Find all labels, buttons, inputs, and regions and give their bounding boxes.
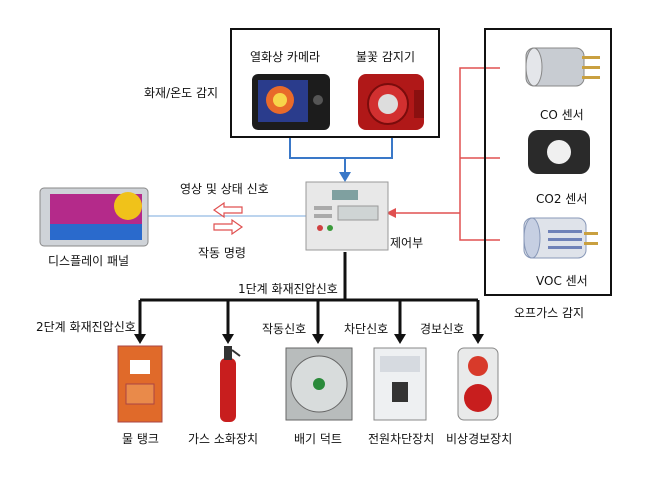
operate-signal-label: 작동신호 (262, 322, 307, 336)
operation-command-label: 작동 명령 (198, 246, 246, 260)
fire-detection-group-label: 화재/온도 감지 (144, 86, 219, 100)
cutoff-signal-label: 차단신호 (344, 322, 389, 336)
co2-sensor-image (528, 130, 590, 174)
exhaust-duct-label: 배기 덕트 (294, 432, 342, 446)
water-tank-image (117, 345, 163, 423)
stage1-signal-label: 1단계 화재진압신호 (238, 282, 338, 296)
thermal-camera-label: 열화상 카메라 (250, 50, 321, 64)
power-cutoff-image (373, 347, 427, 421)
video-status-signal-label: 영상 및 상태 신호 (180, 182, 269, 196)
exhaust-duct-image (285, 347, 353, 421)
emergency-alarm-label: 비상경보장치 (446, 432, 513, 446)
power-cutoff-label: 전원차단장치 (368, 432, 435, 446)
blue-arrow-down (339, 172, 351, 182)
controller-image (305, 181, 389, 251)
arrow-right-outline (213, 218, 244, 236)
co-sensor-image (525, 47, 600, 87)
voc-sensor-image (523, 217, 598, 259)
gas-extinguisher-label: 가스 소화장치 (188, 432, 259, 446)
display-panel-image (39, 187, 149, 247)
thermal-camera-image (252, 74, 330, 130)
voc-sensor-label: VOC 센서 (536, 274, 588, 288)
offgas-detection-box (484, 28, 612, 296)
co2-sensor-label: CO2 센서 (536, 192, 588, 206)
gas-extinguisher-image (220, 346, 241, 422)
display-panel-label: 디스플레이 패널 (48, 254, 130, 268)
co-sensor-label: CO 센서 (540, 108, 584, 122)
red-arrow-left (386, 208, 396, 218)
fire-detection-box (230, 28, 440, 138)
flame-detector-image (358, 74, 424, 130)
flame-detector-label: 불꽃 감지기 (356, 50, 416, 64)
water-tank-label: 물 탱크 (122, 432, 159, 446)
blue-link-flame (344, 138, 393, 176)
offgas-group-label: 오프가스 감지 (514, 306, 585, 320)
emergency-alarm-image (457, 347, 499, 421)
stage2-signal-label: 2단계 화재진압신호 (36, 320, 136, 334)
controller-label: 제어부 (390, 236, 424, 250)
arrow-left-outline (212, 201, 243, 219)
alarm-signal-label: 경보신호 (420, 322, 465, 336)
red-link-co (459, 67, 500, 241)
blue-link-thermal (289, 138, 345, 159)
